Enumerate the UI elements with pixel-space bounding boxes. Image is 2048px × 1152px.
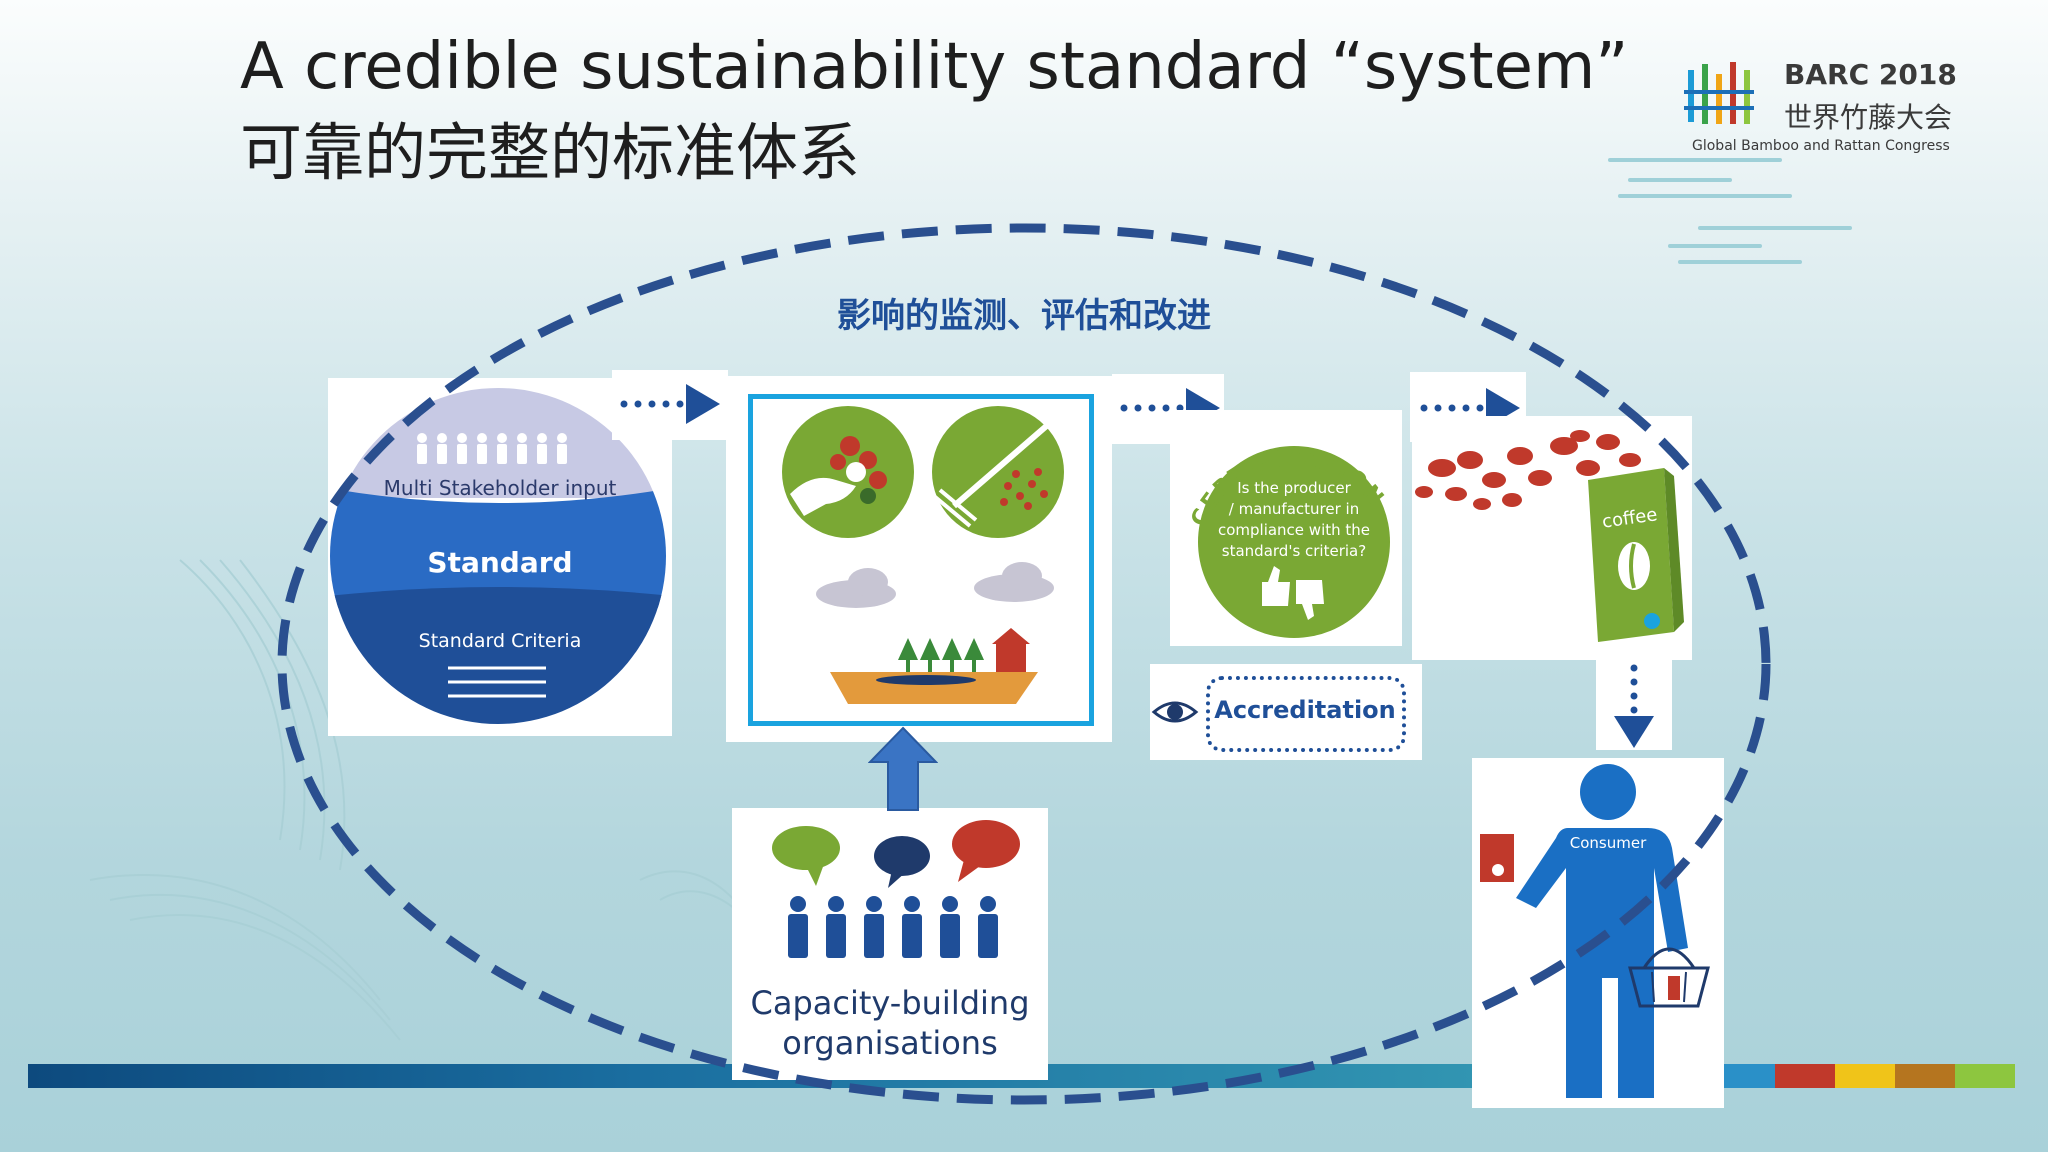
accreditation-panel: Accreditation <box>1150 664 1422 760</box>
capacity-label-line2: organisations <box>782 1024 998 1062</box>
coffee-bag-icon <box>1588 468 1684 642</box>
bottom-bar-brown <box>1895 1064 1955 1088</box>
production-graphics <box>782 406 1064 704</box>
barc-logo: BARC 2018 世界竹藤大会 Global Bamboo and Ratta… <box>1680 58 1960 158</box>
accreditation-label: Accreditation <box>1214 696 1396 724</box>
slide-title-en: A credible sustainability standard “syst… <box>240 30 1629 104</box>
criteria-label: Standard Criteria <box>418 630 582 652</box>
certification-question: Is the producer / manufacturer in compli… <box>1217 479 1371 560</box>
coffee-graphics <box>1415 430 1684 642</box>
capacity-label-line1: Capacity-building <box>750 984 1030 1022</box>
consumer-figure-icon <box>1480 764 1710 1098</box>
logo-name: BARC 2018 <box>1784 58 1957 91</box>
eye-icon <box>1151 701 1199 723</box>
logo-tagline: Global Bamboo and Rattan Congress <box>1692 138 1950 154</box>
cloud-icon <box>816 562 1054 608</box>
consumer-label: Consumer <box>1569 834 1647 852</box>
bamboo-logo-icon <box>1684 62 1754 124</box>
flow-arrow-down <box>1614 664 1654 748</box>
production-panel <box>726 376 1112 742</box>
bottom-bar-red <box>1775 1064 1835 1088</box>
bottom-bar-yellow <box>1835 1064 1895 1088</box>
coffee-panel: coffee <box>1412 416 1692 660</box>
speech-bubble-icon <box>772 820 1020 888</box>
rake-beans-icon <box>926 406 1064 538</box>
logo-name-zh: 世界竹藤大会 <box>1784 101 1953 134</box>
upload-arrow-icon <box>868 726 938 811</box>
cargo-ship-icon <box>830 628 1038 704</box>
bottom-bar-blue <box>1715 1064 1775 1088</box>
capacity-panel: Capacity-building organisations <box>732 808 1048 1080</box>
capacity-graphics <box>772 820 1020 958</box>
certification-panel: CERTIFICATION Is the producer / manufact… <box>1170 410 1402 646</box>
slide-title-zh: 可靠的完整的标准体系 <box>240 116 861 189</box>
bottom-bar-green <box>1955 1064 2015 1088</box>
cycle-loop-label: 影响的监测、评估和改进 <box>837 296 1211 336</box>
consumer-panel: Consumer <box>1472 758 1724 1108</box>
standard-label: Standard <box>427 546 573 579</box>
flow-arrow-1 <box>620 384 720 424</box>
hand-beans-icon <box>782 406 914 538</box>
people-group-icon <box>788 896 998 958</box>
stakeholder-label: Multi Stakeholder input <box>383 476 617 500</box>
logo-waves <box>1608 158 1852 264</box>
